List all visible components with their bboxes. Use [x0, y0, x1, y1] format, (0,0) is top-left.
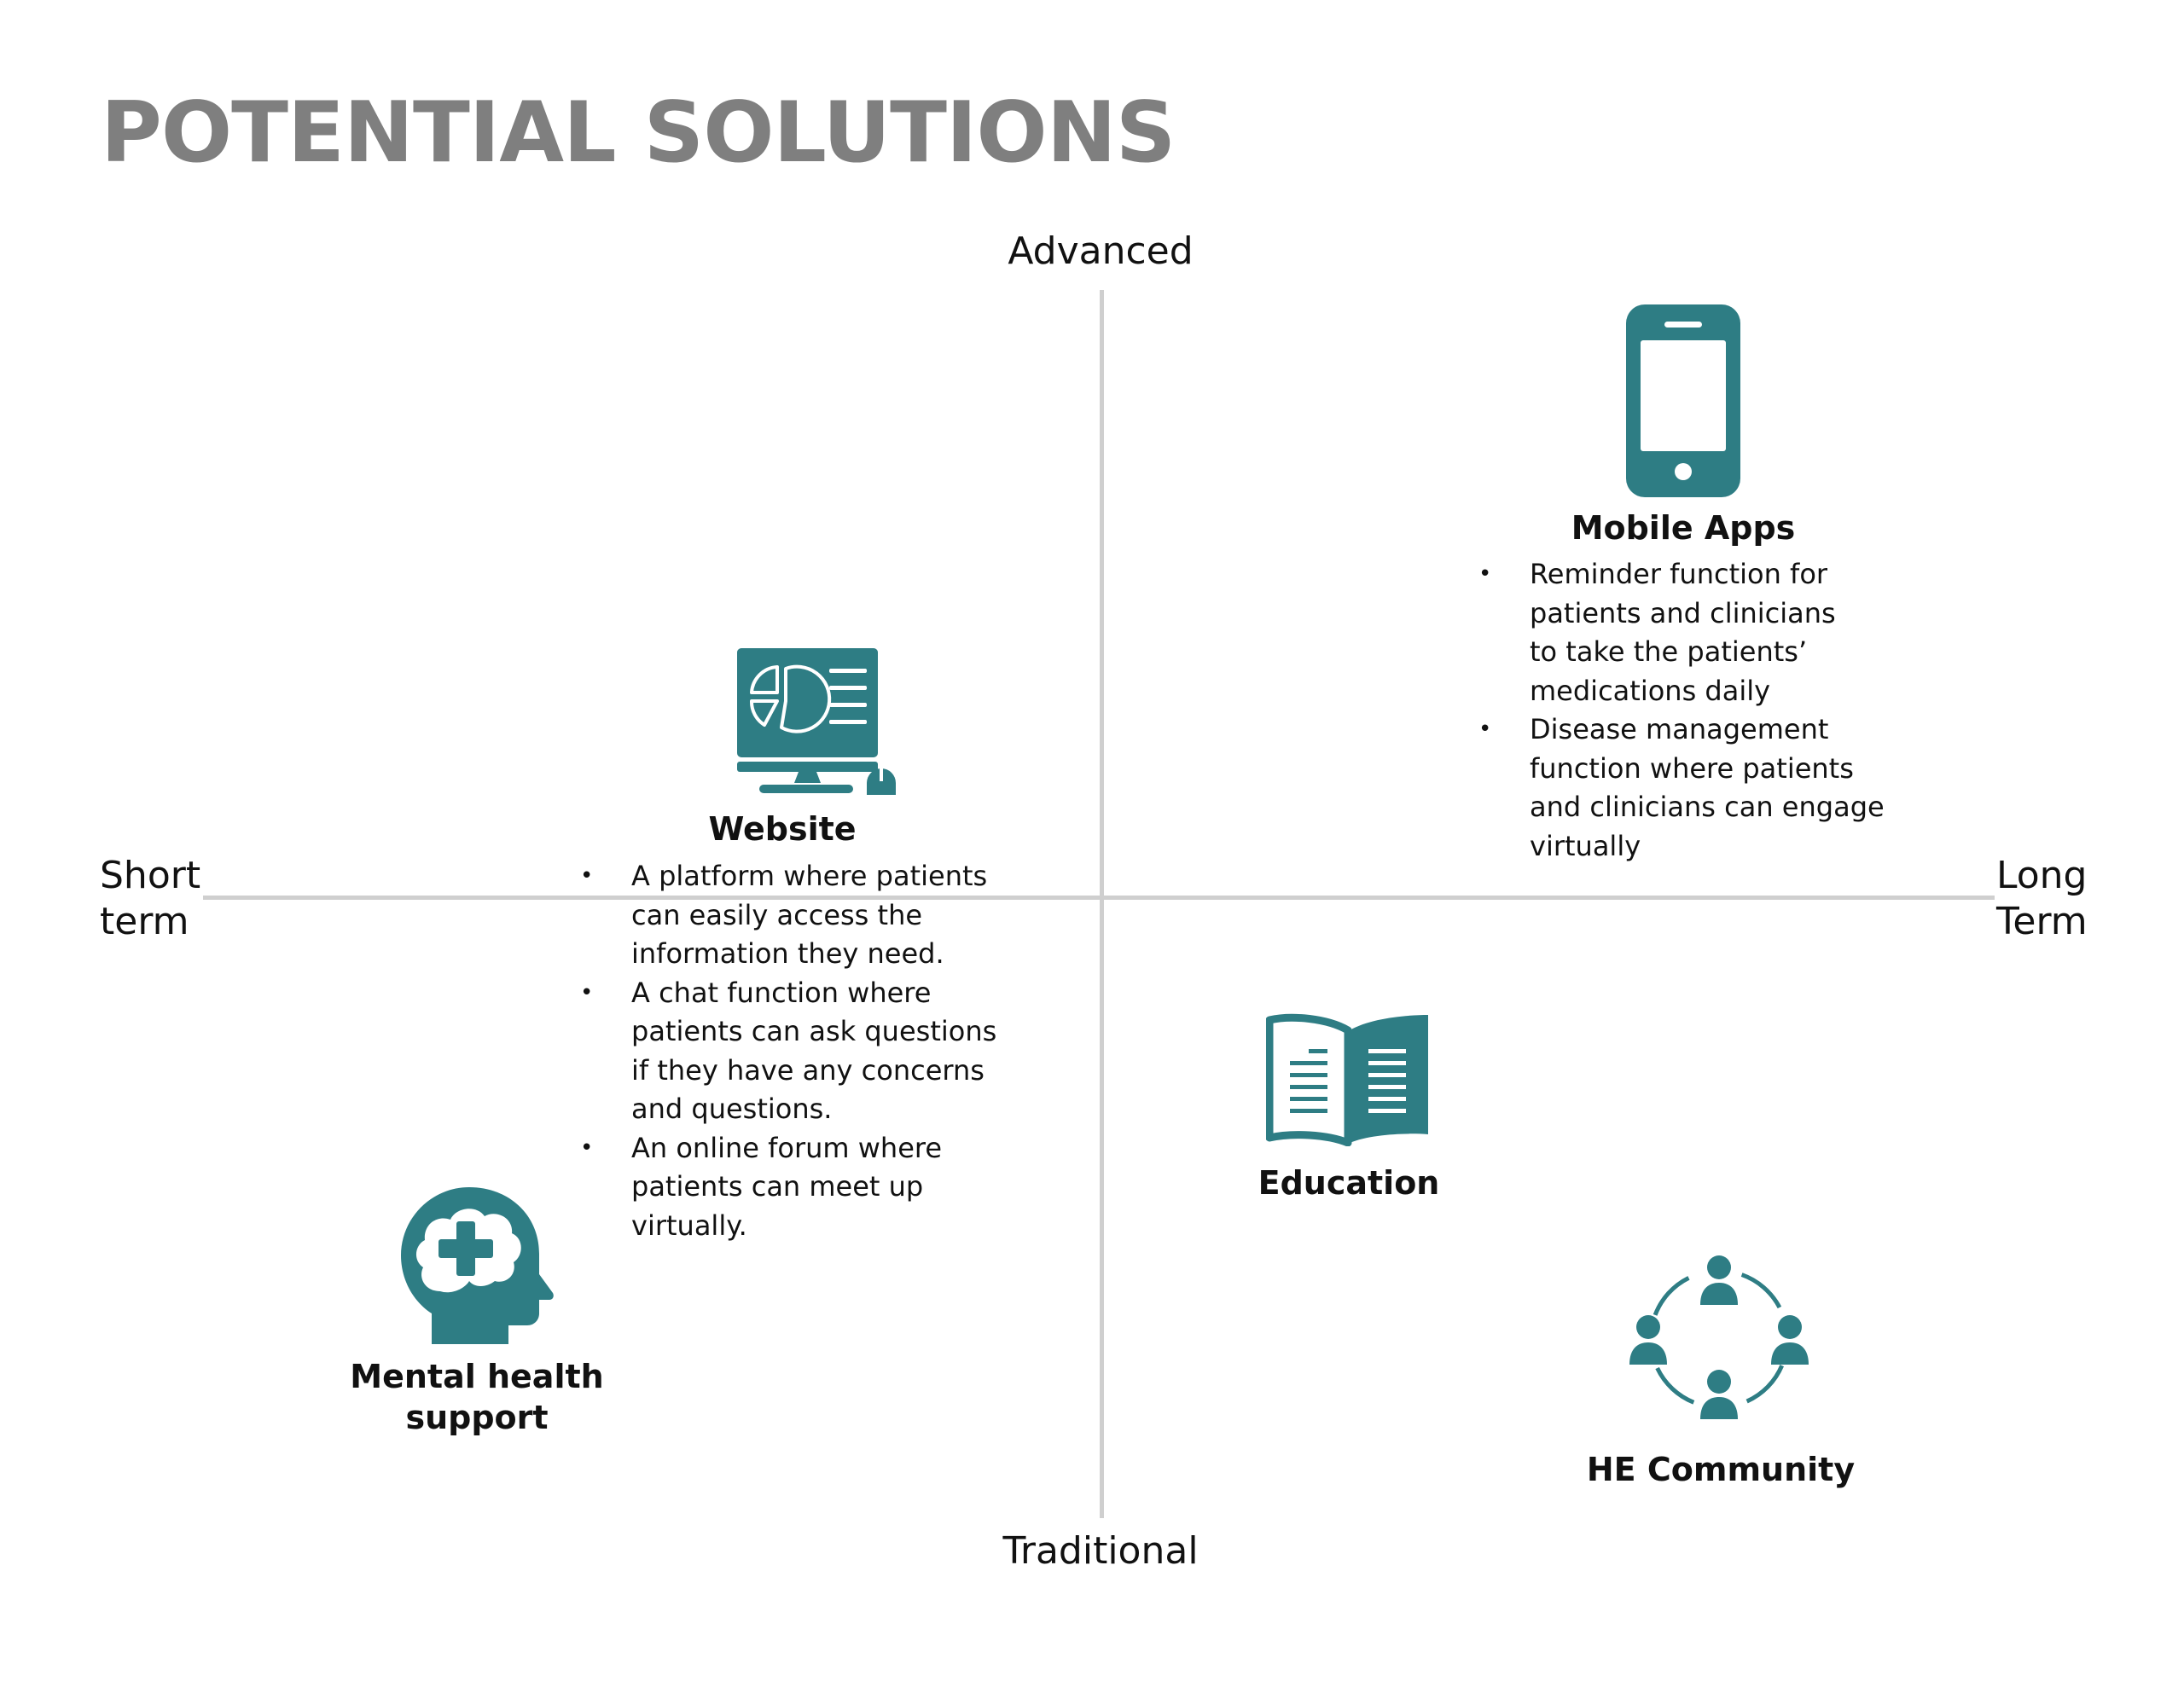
axis-label-long-term: Long Term: [1996, 854, 2088, 943]
axis-label-traditional: Traditional: [1002, 1529, 1199, 1573]
bullet-text: A platform where patients can easily acc…: [631, 860, 988, 970]
list-item: An online forum where patients can meet …: [580, 1129, 1024, 1246]
axis-label-advanced: Advanced: [1008, 229, 1194, 273]
mobile-apps-title: Mobile Apps: [1571, 509, 1796, 547]
head-medical-cross-icon: [399, 1186, 556, 1344]
list-item: Reminder function for patients and clini…: [1478, 555, 1922, 710]
bullet-text: Reminder function for patients and clini…: [1530, 558, 1836, 707]
list-item: Disease management function where patien…: [1478, 710, 1922, 866]
axis-label-short-term: Short term: [100, 854, 201, 943]
smartphone-icon: [1626, 304, 1740, 497]
website-title: Website: [708, 810, 857, 848]
horizontal-axis-line: [203, 896, 1995, 900]
mobile-apps-bullet-list: Reminder function for patients and clini…: [1478, 555, 1922, 866]
vertical-axis-line: [1100, 290, 1104, 1518]
list-item: A platform where patients can easily acc…: [580, 857, 1024, 974]
mental-health-support-title: Mental health support: [350, 1358, 604, 1436]
education-title: Education: [1258, 1164, 1440, 1202]
people-circle-icon: [1629, 1254, 1809, 1424]
open-book-icon: [1266, 1013, 1432, 1146]
bullet-text: Disease management function where patien…: [1530, 713, 1885, 862]
he-community-title: HE Community: [1586, 1451, 1856, 1488]
bullet-text: An online forum where patients can meet …: [631, 1131, 943, 1242]
bullet-text: A chat function where patients can ask q…: [631, 976, 997, 1126]
page-title: POTENTIAL SOLUTIONS: [101, 84, 1176, 182]
computer-monitor-chart-icon: [737, 648, 899, 795]
list-item: A chat function where patients can ask q…: [580, 974, 1024, 1129]
website-bullet-list: A platform where patients can easily acc…: [580, 857, 1024, 1245]
